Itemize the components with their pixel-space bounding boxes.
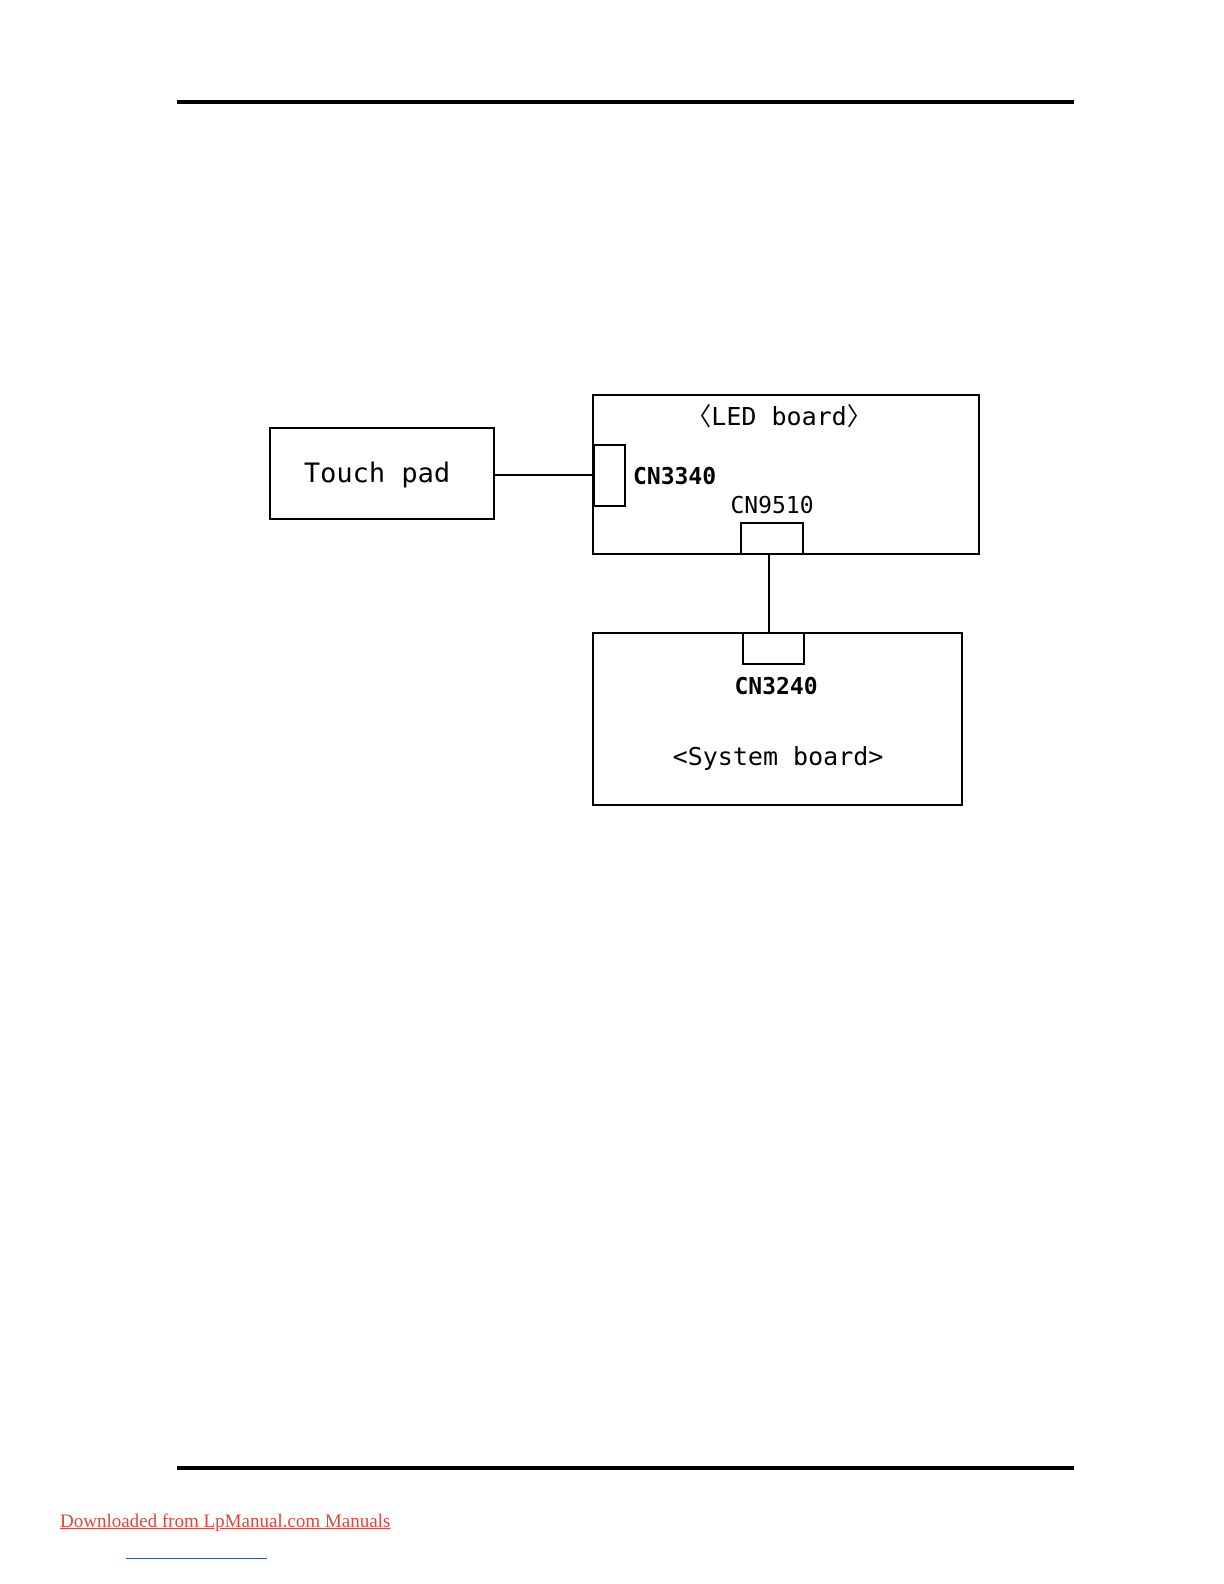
cn3240-connector bbox=[743, 633, 804, 664]
cn9510-label: CN9510 bbox=[730, 493, 813, 519]
touch-pad-label: Touch pad bbox=[304, 458, 450, 489]
cn3240-label: CN3240 bbox=[734, 674, 817, 700]
cn3340-connector bbox=[594, 445, 625, 506]
footer-rule bbox=[177, 1466, 1074, 1470]
cn3340-label: CN3340 bbox=[633, 464, 716, 490]
led-board-label: 〈LED board〉 bbox=[686, 402, 871, 431]
download-source-link[interactable]: Downloaded from LpManual.com Manuals bbox=[60, 1511, 390, 1533]
system-board-box bbox=[593, 633, 962, 805]
system-board-label: <System board> bbox=[673, 742, 884, 771]
cn9510-connector bbox=[741, 523, 803, 554]
footer-link-underline bbox=[126, 1558, 267, 1559]
